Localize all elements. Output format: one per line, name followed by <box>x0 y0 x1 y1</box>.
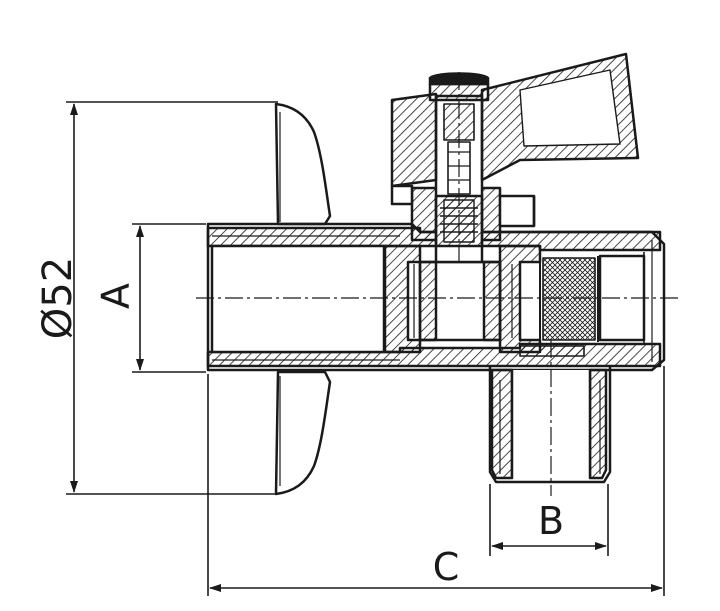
escutcheon <box>274 102 332 496</box>
dimension-inlet <box>132 223 206 373</box>
chamber-right-wall <box>498 244 542 354</box>
filter-mesh <box>542 257 596 341</box>
dimension-diameter <box>66 101 278 495</box>
outlet-label: B <box>538 499 564 543</box>
center-lines <box>196 72 678 496</box>
outlet-right-wall <box>588 368 608 480</box>
inlet-bore <box>210 244 386 354</box>
escutcheon-bottom <box>274 370 332 496</box>
chamber-left-wall <box>383 244 422 354</box>
inlet-label: A <box>94 283 138 309</box>
diameter-label: Ø52 <box>35 257 81 339</box>
handle-lever <box>390 92 438 188</box>
escutcheon-top <box>274 102 332 226</box>
length-label: C <box>433 545 460 589</box>
dimension-outlet <box>489 484 609 556</box>
valve-body <box>206 222 666 372</box>
dimension-length <box>207 366 665 596</box>
outlet-left-wall <box>490 368 514 480</box>
